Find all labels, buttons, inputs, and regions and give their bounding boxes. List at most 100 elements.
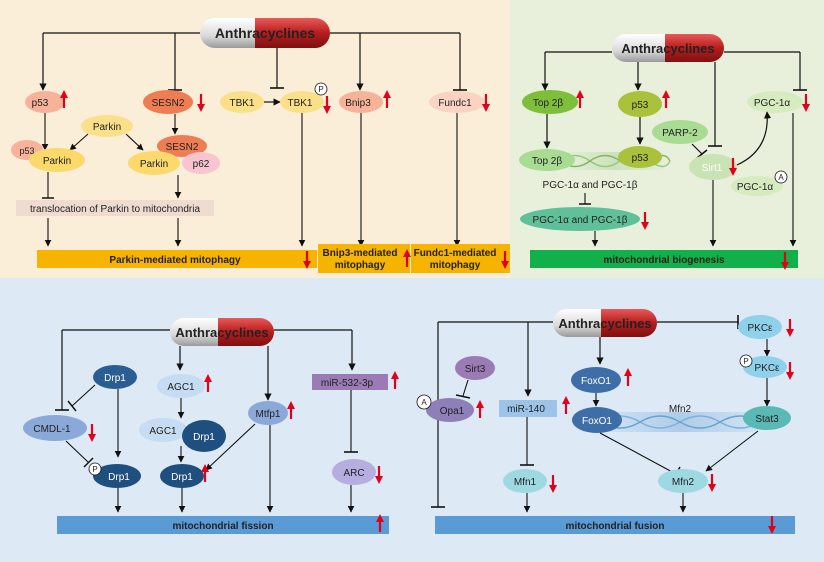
mfn1-node (503, 469, 547, 493)
top2b-node (522, 90, 578, 114)
regulation-arrows (576, 90, 810, 270)
mfn2-label: Mfn2 (672, 477, 695, 488)
parkin-top-node (81, 115, 133, 137)
mitophagy-panel: Anthracyclines p53 SESN2 TBK1 TBK1 P Bni… (11, 18, 510, 273)
down-arrow-icon (88, 424, 96, 442)
pgc-box-label: PGC-1α and PGC-1β (533, 215, 628, 226)
stat3-node (743, 406, 791, 430)
down-arrow-icon (641, 212, 649, 230)
tbk1-phospho-label: TBK1 (287, 98, 312, 109)
down-arrow-icon (323, 96, 331, 114)
cmdl1-label: CMDL-1 (33, 424, 71, 435)
regulation-arrows (88, 371, 399, 532)
up-arrow-icon (624, 368, 632, 386)
opa1-node (426, 398, 474, 422)
fusion-label: mitochondrial fusion (566, 521, 665, 532)
down-arrow-icon (549, 475, 557, 493)
anthracycline-pill: Anthracyclines (200, 18, 330, 48)
dna-gene-label: PGC-1α and PGC-1β (543, 180, 638, 191)
sesn2-node (143, 90, 193, 114)
down-arrow-icon (375, 466, 383, 484)
up-arrow-icon (391, 371, 399, 389)
down-arrow-icon (197, 94, 205, 112)
top2b-dna-node (519, 149, 575, 171)
biogenesis-label: mitochondrial biogenesis (603, 255, 725, 266)
sirt3-label: Sirt3 (465, 364, 486, 375)
up-arrow-icon (60, 90, 68, 108)
drp1-top-node (93, 365, 137, 389)
bnip3-mitophagy-label-1: Bnip3-mediated (322, 248, 397, 259)
foxo1-dna-node (572, 407, 622, 433)
agc1-mid-node (139, 418, 187, 442)
p53-dna-node (618, 146, 662, 168)
phosphate-marker (739, 354, 753, 368)
down-arrow-icon (482, 94, 490, 112)
up-arrow-icon (662, 90, 670, 108)
mfn2-gene-label: Mfn2 (669, 404, 692, 415)
agc1-top-label: AGC1 (167, 382, 195, 393)
drp1-bottom-node (160, 464, 204, 488)
sesn2-complex-node (157, 135, 207, 157)
sirt1-label: Sirt1 (702, 163, 723, 174)
up-arrow-icon (201, 464, 209, 482)
up-arrow-icon (383, 90, 391, 108)
pkce-top-node (738, 315, 782, 339)
foxo1-top-node (571, 367, 621, 393)
parp2-node (652, 120, 708, 144)
fusion-bar (435, 516, 795, 534)
drp1-complex-node (182, 420, 226, 452)
translocation-box (16, 200, 214, 216)
p53-small-label: p53 (19, 146, 34, 156)
up-arrow-icon (476, 400, 484, 418)
down-arrow-icon (786, 319, 794, 337)
mir532-box (312, 374, 388, 390)
fission-panel: Anthracyclines Drp1 CMDL-1 Drp1 P AGC1 A… (23, 318, 399, 534)
parkin-right-node (128, 151, 180, 175)
drug-label: Anthracyclines (558, 316, 651, 331)
sirt1-node (689, 154, 737, 180)
down-arrow-icon (303, 251, 311, 269)
down-arrow-icon (501, 251, 509, 269)
mfn2-node (658, 469, 708, 493)
bnip3-mitophagy-bar (318, 244, 410, 273)
stat3-label: Stat3 (755, 414, 779, 425)
fundc1-label: Fundc1 (438, 98, 472, 109)
down-arrow-icon (768, 516, 776, 534)
drp1-phospho-label: Drp1 (108, 472, 130, 483)
p53-dna-label: p53 (632, 153, 649, 164)
top2b-dna-label: Top 2β (532, 156, 562, 167)
tbk1-node (220, 91, 264, 113)
acetyl-label: A (421, 398, 427, 407)
pkce-phospho-node (743, 356, 787, 378)
fundc1-mitophagy-bar (411, 244, 510, 273)
phosphate-label: P (743, 357, 748, 366)
pgc1a-top-label: PGC-1α (754, 98, 791, 109)
biogenesis-bar (530, 250, 798, 268)
parkin-mitophagy-label: Parkin-mediated mitophagy (109, 255, 241, 266)
cmdl1-node (23, 415, 87, 441)
pgc1a-acetyl-node (731, 176, 783, 196)
mtfp1-node (248, 401, 288, 425)
foxo1-dna-label: FoxO1 (582, 416, 612, 427)
agc1-top-node (157, 374, 205, 398)
mtfp1-label: Mtfp1 (255, 409, 280, 420)
fundc1-mitophagy-label-2: mitophagy (430, 260, 481, 271)
bnip3-mitophagy-label-2: mitophagy (335, 260, 386, 271)
fundc1-node (429, 91, 485, 113)
drp1-top-label: Drp1 (104, 373, 126, 384)
mir532-label: miR-532-3p (321, 378, 374, 389)
down-arrow-icon (729, 158, 737, 176)
top2b-label: Top 2β (533, 98, 563, 109)
biogenesis-panel: Anthracyclines Top 2β p53 PGC-1α PARP-2 … (519, 34, 810, 270)
mfn1-label: Mfn1 (514, 477, 537, 488)
parp2-label: PARP-2 (662, 128, 698, 139)
mir140-box (499, 400, 557, 417)
down-arrow-icon (708, 474, 716, 492)
pgc1a-top-node (747, 91, 803, 113)
anthracycline-pill: Anthracyclines (612, 34, 724, 62)
sesn2-complex-label: SESN2 (166, 142, 199, 153)
up-arrow-icon (287, 401, 295, 419)
pgc1a-acetyl-label: PGC-1α (737, 182, 774, 193)
translocation-label: translocation of Parkin to mitochondria (30, 204, 201, 215)
